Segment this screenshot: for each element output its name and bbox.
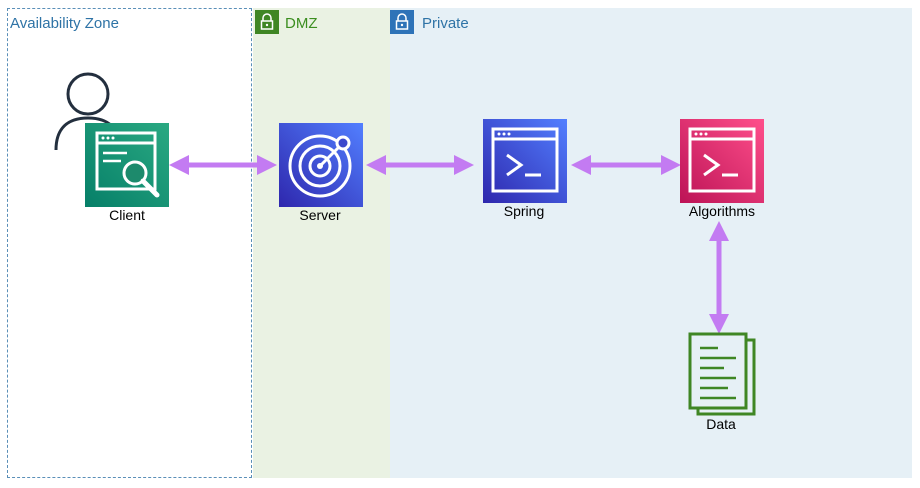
document-stack-icon bbox=[688, 332, 756, 416]
terminal-window-icon bbox=[491, 127, 559, 193]
radar-icon bbox=[288, 134, 352, 198]
dmz-zone-group bbox=[253, 8, 390, 478]
private-zone-label: Private bbox=[422, 15, 469, 32]
availability-zone-label: Availability Zone bbox=[10, 15, 119, 32]
spring-label: Spring bbox=[503, 203, 545, 219]
availability-zone-group bbox=[7, 8, 252, 478]
lock-icon bbox=[255, 10, 279, 34]
data-label: Data bbox=[706, 416, 736, 432]
algorithms-tile[interactable] bbox=[680, 119, 764, 203]
private-zone-group bbox=[390, 8, 912, 478]
server-tile[interactable] bbox=[279, 123, 363, 207]
client-label: Client bbox=[109, 207, 145, 223]
server-label: Server bbox=[299, 207, 341, 223]
search-window-icon bbox=[95, 131, 160, 198]
client-tile[interactable] bbox=[85, 123, 169, 207]
terminal-window-icon bbox=[688, 127, 756, 193]
dmz-zone-label: DMZ bbox=[285, 15, 318, 32]
lock-icon bbox=[390, 10, 414, 34]
algorithms-label: Algorithms bbox=[688, 203, 756, 219]
spring-tile[interactable] bbox=[483, 119, 567, 203]
